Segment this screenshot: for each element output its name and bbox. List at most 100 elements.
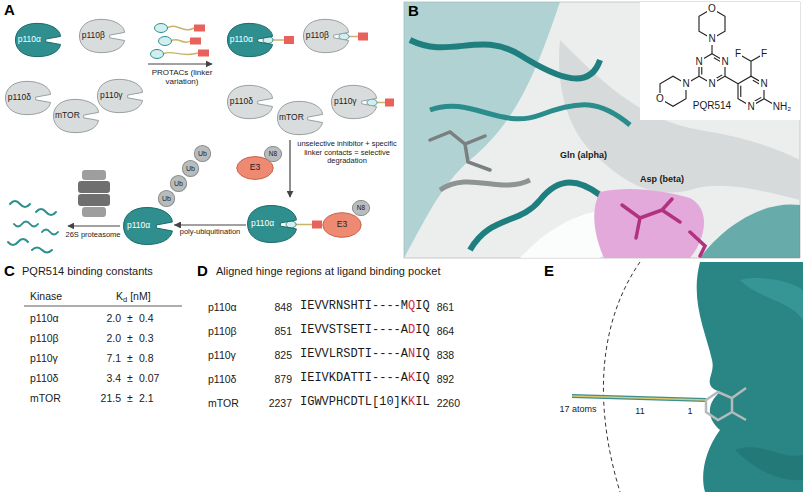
table-cell: p110α — [30, 312, 59, 324]
kinase-outline — [248, 206, 297, 243]
node-label: p110β — [82, 31, 105, 40]
sequence-segment: IQ — [415, 324, 429, 338]
kinase-outline — [53, 99, 98, 132]
protac-molecules — [151, 24, 210, 59]
node-label: Ub — [198, 150, 207, 158]
sequence-segment: IQ — [415, 348, 429, 362]
kinase-shape: p110γ — [96, 78, 144, 114]
node-label: p110α — [251, 219, 274, 228]
proteasome-ring — [82, 170, 106, 180]
panel-letter: E — [544, 262, 554, 279]
linker — [273, 39, 284, 41]
node-text-box: mTOR — [276, 100, 324, 136]
arrow-label: PROTACs (linker variation) — [144, 68, 220, 86]
atom-label: N — [746, 101, 755, 113]
protein-outline — [170, 175, 186, 191]
protein-shape: Ub — [194, 145, 211, 162]
panel-letter: B — [408, 2, 419, 19]
kinase-shape: p110γ — [330, 84, 378, 120]
node-label: N8 — [269, 150, 277, 157]
kinase-outline — [5, 81, 50, 114]
node-text-box: p110α — [14, 22, 62, 58]
e3-ligand — [312, 221, 322, 229]
fragment — [8, 239, 28, 245]
protein-ribbon — [430, 105, 630, 125]
highlighted-residue: K — [408, 396, 415, 410]
linker — [167, 26, 194, 29]
node-label: mTOR — [55, 111, 80, 120]
bond — [750, 61, 751, 76]
atom-label: O — [707, 3, 717, 15]
protein-shape: N8 — [352, 200, 370, 216]
residue-number: 851 — [274, 325, 292, 337]
table-header: d — [123, 296, 127, 305]
residue-label: Gln (alpha) — [560, 150, 607, 160]
node-text-box: mTOR — [52, 98, 100, 134]
residue-sticks — [690, 232, 705, 256]
node-label: p110α — [18, 35, 41, 44]
table-cell: p110β — [30, 332, 59, 344]
protein-surface — [404, 2, 560, 258]
fragment — [10, 201, 30, 207]
table-cell: 7.1 — [106, 352, 121, 364]
kinase-shape: p110δ — [4, 80, 52, 116]
sequence-segment: IEVVRNSHTI----M — [300, 300, 408, 314]
arrow-connector — [174, 224, 246, 225]
compound-name: PQR514 — [693, 100, 731, 112]
atom-label: N — [707, 33, 716, 45]
node-label: p110β — [306, 31, 329, 40]
table-title: PQR514 binding constants — [22, 265, 153, 278]
e3-ligand — [194, 25, 205, 32]
table-cell: p110γ — [30, 352, 58, 364]
residue-label: Asp (beta) — [640, 174, 684, 184]
protein-outline — [264, 146, 281, 161]
atom-label: NH₂ — [772, 101, 792, 113]
kinase-shape: p110δ — [226, 84, 274, 120]
proteasome-ring — [82, 207, 106, 217]
sequence-segment: IQ — [415, 300, 429, 314]
fragment — [14, 222, 38, 227]
kinase-shape: p110α — [122, 206, 174, 246]
panel-letter: D — [197, 262, 208, 279]
kinase-outline — [303, 19, 348, 52]
e3-ligand — [198, 50, 209, 57]
edge-label: poly-ubiquitination — [179, 228, 241, 237]
ligand-sticks — [706, 388, 746, 420]
protein-ribbon — [440, 180, 530, 190]
protein-outline — [182, 160, 198, 176]
sequence-name: p110α — [208, 301, 237, 313]
atom-label: N — [694, 56, 703, 68]
protein-shape: Ub — [158, 190, 175, 207]
node-label: E3 — [250, 163, 260, 172]
kinase-shape: p110β — [78, 18, 126, 54]
kinase-outline — [331, 85, 376, 118]
table-cell: ± — [127, 312, 133, 324]
linker-chain — [572, 396, 706, 400]
protein-outline — [352, 200, 369, 215]
table-header: Kinase — [30, 290, 62, 302]
chemical-structure — [660, 9, 777, 107]
node-text-box: p110α — [122, 206, 174, 246]
table-cell: 0.8 — [139, 352, 154, 364]
node-text-box: Ub — [194, 145, 211, 162]
table-header: [nM] — [130, 290, 150, 302]
protein-shape: Ub — [170, 175, 187, 192]
surface-shading — [740, 278, 803, 320]
table-cell: ± — [127, 352, 133, 364]
table-cell: 0.4 — [139, 312, 154, 324]
node-text-box: p110δ — [4, 80, 52, 116]
proteasome-ring — [78, 181, 110, 193]
proteasome-ring — [78, 194, 110, 206]
atom-label: F — [760, 48, 768, 60]
residue-number: 825 — [274, 349, 292, 361]
table-cell: ± — [127, 372, 133, 384]
node-label: p110α — [127, 221, 150, 230]
atom-label: N — [681, 78, 690, 90]
residue-number: 861 — [437, 301, 455, 313]
kinase-shape: mTOR — [276, 100, 324, 136]
linker-label: 11 — [635, 406, 644, 416]
kinase-outline — [97, 79, 142, 112]
fragment — [36, 209, 56, 215]
node-label: p110δ — [8, 93, 31, 102]
linker-label: 1 — [687, 406, 692, 416]
